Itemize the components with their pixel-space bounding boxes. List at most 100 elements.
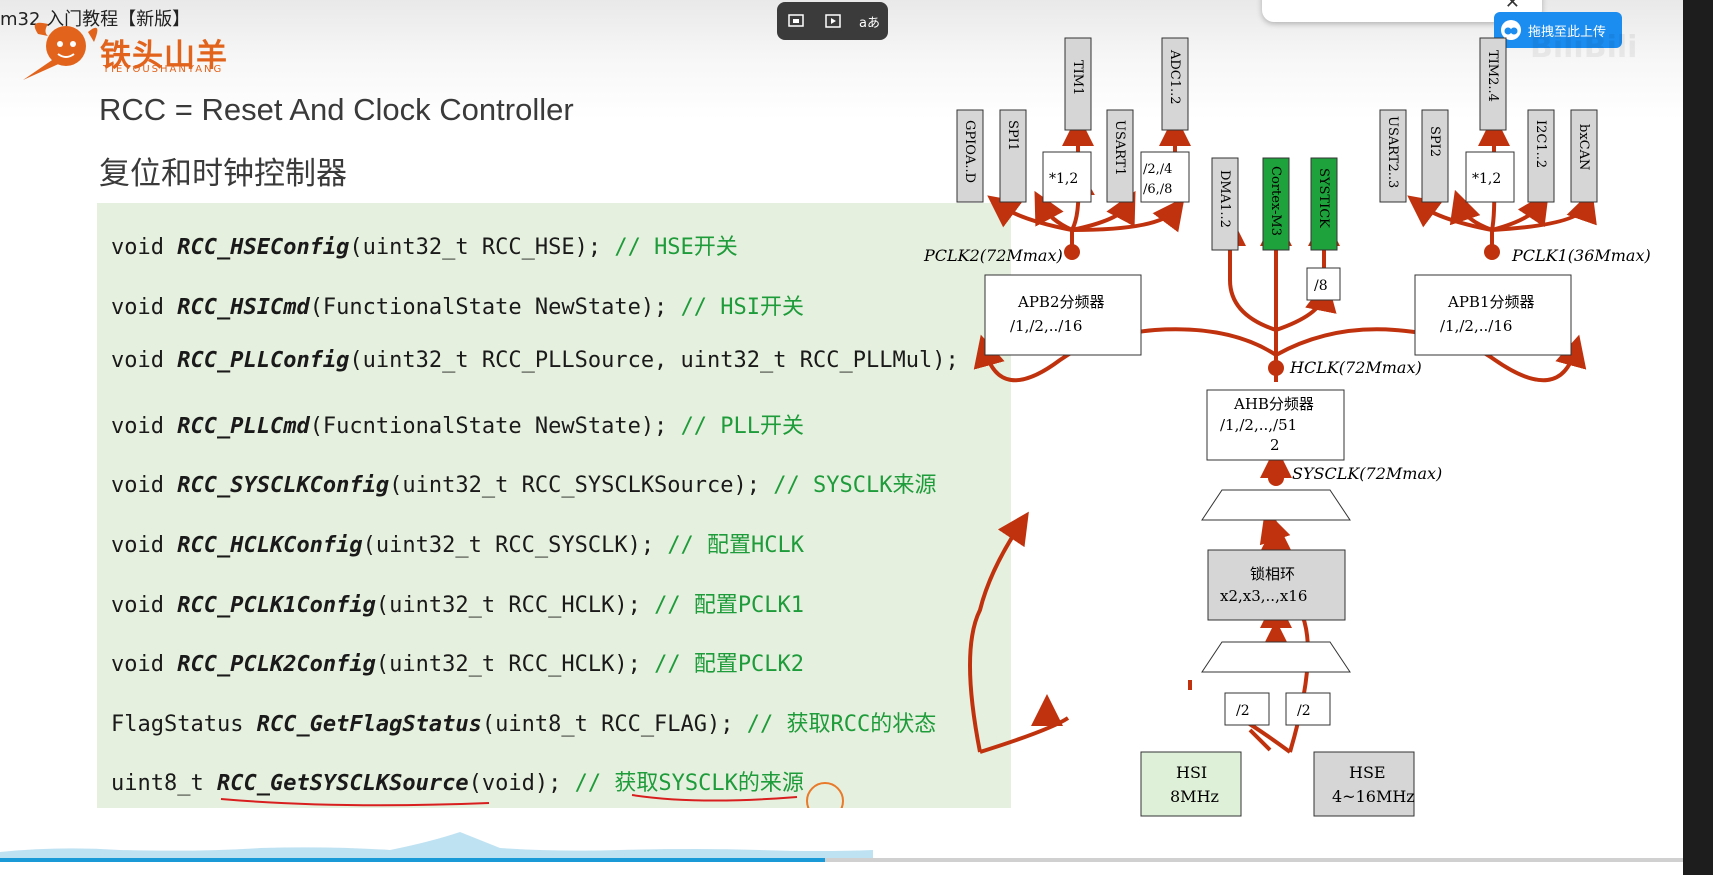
code-line: void RCC_HSICmd(FunctionalState NewState…	[111, 295, 805, 320]
systick-label: SYSTICK	[1316, 168, 1331, 228]
adc-label: ADC1..2	[1167, 49, 1182, 105]
floating-toolbar: aあ	[777, 2, 888, 40]
audio-waveform	[0, 832, 873, 862]
underline-annotation	[220, 798, 490, 807]
bxcan-label: bxCAN	[1576, 124, 1591, 170]
code-line: uint8_t RCC_GetSYSCLKSource(void); // 获取…	[111, 771, 804, 796]
cursor-highlight-icon	[806, 782, 844, 808]
usart23-label: USART2..3	[1385, 116, 1400, 188]
pll-mul-range: x2,x3,..,x16	[1220, 587, 1307, 605]
ahb-box	[1206, 389, 1345, 461]
spi1-box	[999, 109, 1027, 203]
close-icon[interactable]: ✕	[1504, 0, 1520, 13]
systick-box	[1310, 157, 1338, 251]
gpio-label: GPIOA..D	[962, 120, 977, 183]
i2c-box	[1527, 109, 1555, 203]
hsi-freq: 8MHz	[1170, 787, 1219, 806]
logo	[18, 14, 258, 84]
spi1-label: SPI1	[1005, 120, 1020, 151]
mul-box-apb2	[1042, 151, 1092, 203]
underline-annotation	[631, 794, 798, 802]
annotation-overlay	[220, 782, 844, 808]
sysclk-label: SYSCLK(72Mmax)	[1292, 464, 1442, 483]
ahb-range: /1,/2,..,/51	[1220, 416, 1297, 434]
gpio-box	[956, 109, 984, 203]
logo-subtext: TIETOUSHANYANG	[103, 64, 224, 75]
cortex-label: Cortex-M3	[1268, 166, 1283, 236]
pll-label: 锁相环	[1250, 565, 1295, 583]
pll-box	[1207, 549, 1346, 621]
dma-box	[1211, 157, 1239, 251]
ahb-range-cont: 2	[1270, 436, 1280, 454]
tim24-box	[1479, 37, 1507, 131]
hse-box	[1313, 751, 1415, 817]
pll-source-mux	[1201, 641, 1351, 673]
apb2-box	[984, 274, 1142, 356]
div2-label: /2	[1236, 703, 1250, 719]
div2-label: /2	[1297, 703, 1311, 719]
progress-track[interactable]	[0, 858, 1683, 862]
spi2-label: SPI2	[1427, 126, 1442, 157]
pclk1-label: PCLK1(36Mmax)	[1511, 246, 1651, 265]
code-line: void RCC_HSEConfig(uint32_t RCC_HSE); //…	[111, 235, 738, 260]
bxcan-box	[1570, 109, 1598, 203]
adc-div-label: /6,/8	[1143, 182, 1172, 197]
adc-div-label: /2,/4	[1143, 162, 1172, 177]
usart1-box	[1106, 109, 1134, 203]
cloud-upload-icon	[1501, 20, 1521, 40]
apb2-range: /1,/2,../16	[1010, 317, 1082, 335]
apb1-range: /1,/2,../16	[1440, 317, 1512, 335]
usart23-box	[1379, 109, 1407, 203]
apb2-label: APB2分频器	[1017, 293, 1105, 311]
hse-label: HSE	[1349, 763, 1386, 782]
usart1-label: USART1	[1112, 120, 1127, 176]
code-panel: void RCC_HSEConfig(uint32_t RCC_HSE); //…	[97, 203, 1011, 808]
tim24-label: TIM2..4	[1485, 50, 1500, 102]
code-line: void RCC_SYSCLKConfig(uint32_t RCC_SYSCL…	[111, 473, 937, 498]
code-line: void RCC_HCLKConfig(uint32_t RCC_SYSCLK)…	[111, 533, 805, 558]
div8-label: /8	[1314, 278, 1328, 294]
i2c-label: I2C1..2	[1533, 120, 1548, 168]
slide-subtitle: 复位和时钟控制器	[99, 156, 347, 192]
div8-box	[1306, 267, 1341, 301]
apb1-label: APB1分频器	[1447, 293, 1535, 311]
apb1-box	[1414, 274, 1572, 356]
sysclk-mux	[1201, 489, 1351, 521]
ahb-label: AHB分频器	[1233, 395, 1314, 413]
watermark: BiliBili	[1530, 30, 1638, 65]
code-line: FlagStatus RCC_GetFlagStatus(uint8_t RCC…	[111, 712, 937, 737]
progress-fill[interactable]	[0, 858, 825, 862]
hse-freq: 4~16MHz	[1332, 787, 1415, 806]
hsi-label: HSI	[1176, 763, 1207, 782]
hsi-div2-box	[1224, 692, 1270, 726]
goat-logo-icon	[23, 22, 98, 80]
tim1-label: TIM1	[1070, 60, 1085, 95]
code-line: void RCC_PCLK1Config(uint32_t RCC_HCLK);…	[111, 593, 805, 618]
adc-div-box	[1140, 151, 1190, 203]
screenshot-icon[interactable]	[783, 8, 809, 34]
hclk-label: HCLK(72Mmax)	[1289, 358, 1422, 377]
translate-icon[interactable]: aあ	[859, 15, 880, 31]
code-line: void RCC_PLLConfig(uint32_t RCC_PLLSourc…	[111, 348, 959, 373]
mul-label: *1,2	[1049, 171, 1078, 187]
hsi-box	[1140, 751, 1242, 817]
pclk2-label: PCLK2(72Mmax)	[923, 246, 1063, 265]
adc-box	[1161, 37, 1189, 131]
mul-box-apb1	[1465, 151, 1515, 203]
slide-title: RCC = Reset And Clock Controller	[99, 92, 574, 127]
popup-panel: ✕	[1262, 0, 1542, 22]
video-icon[interactable]	[820, 8, 846, 34]
code-line: void RCC_PLLCmd(FucntionalState NewState…	[111, 414, 805, 439]
spi2-box	[1421, 109, 1449, 203]
logo-text: 铁头山羊	[100, 38, 228, 74]
upload-button[interactable]: 拖拽至此上传	[1494, 12, 1622, 48]
side-panel	[1683, 0, 1713, 875]
dma-label: DMA1..2	[1217, 170, 1232, 228]
hse-div2-box	[1285, 692, 1331, 726]
code-line: void RCC_PCLK2Config(uint32_t RCC_HCLK);…	[111, 652, 805, 677]
mul-label: *1,2	[1472, 171, 1501, 187]
cortex-box	[1262, 157, 1290, 251]
peripheral-boxes: GPIOA..D SPI1 TIM1 USART1 ADC1..2 DMA1..…	[956, 37, 1598, 251]
clock-tree-diagram: GPIOA..D SPI1 TIM1 USART1 ADC1..2 DMA1..…	[923, 37, 1651, 817]
